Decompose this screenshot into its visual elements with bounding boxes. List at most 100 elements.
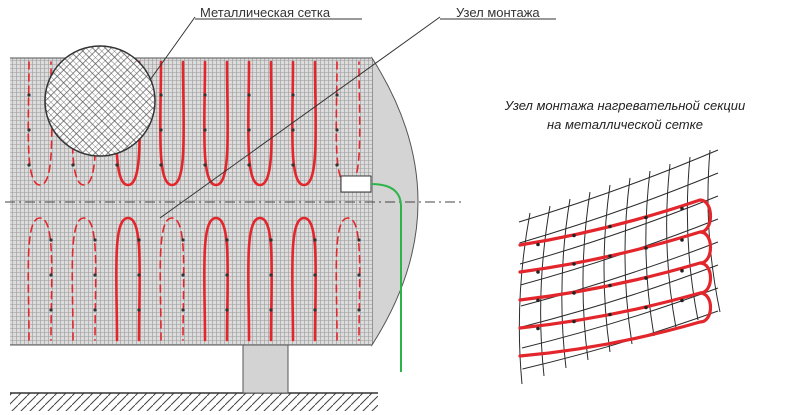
mesh-wire-vertical xyxy=(561,198,571,369)
mesh-wire-vertical xyxy=(666,163,677,329)
mesh-wire-horizontal xyxy=(519,195,719,265)
detail-mesh xyxy=(518,149,721,385)
mesh-wire-horizontal xyxy=(518,149,719,223)
detail-attachment-point xyxy=(644,246,648,250)
attachment-point xyxy=(93,238,97,242)
attachment-point xyxy=(27,163,31,167)
attachment-point xyxy=(203,93,207,97)
detail-attachment-point xyxy=(608,283,612,288)
heater-loop-lower xyxy=(202,216,230,342)
support-leg xyxy=(242,342,289,394)
attachment-point xyxy=(27,93,31,97)
mount-label: Узел монтажа xyxy=(456,5,540,20)
attachment-point xyxy=(291,163,295,167)
attachment-point xyxy=(269,238,273,242)
mount-leader xyxy=(159,16,441,219)
heater-loop-upper xyxy=(202,60,230,187)
attachment-point xyxy=(291,128,295,132)
mesh-wire-horizontal xyxy=(520,241,719,307)
attachment-point xyxy=(137,308,141,312)
heater-loop-upper xyxy=(290,60,318,187)
attachment-point xyxy=(291,93,295,97)
attachment-point xyxy=(357,238,361,242)
detail-cable-bend xyxy=(699,291,713,324)
detail-attachment-point xyxy=(572,291,576,295)
detail-attachment-point xyxy=(680,268,684,273)
attachment-point xyxy=(313,238,317,242)
attachment-point xyxy=(335,93,339,97)
attachment-point xyxy=(93,308,97,312)
attachment-point xyxy=(159,163,163,167)
detail-attachment-point xyxy=(608,312,612,317)
attachment-point xyxy=(115,163,119,167)
detail-cable-bend xyxy=(699,198,713,234)
attachment-point xyxy=(159,93,163,97)
mesh-wire-vertical xyxy=(645,170,655,337)
attachment-point xyxy=(27,128,31,132)
mesh-leader xyxy=(149,16,196,81)
attachment-point xyxy=(357,273,361,277)
detail-attachment-point xyxy=(680,298,684,303)
mesh-wire-horizontal xyxy=(521,264,719,328)
attachment-point xyxy=(181,308,185,312)
heater-loop-lower xyxy=(71,217,97,341)
heater-loop-lower xyxy=(246,216,274,342)
attachment-point xyxy=(93,273,97,277)
attachment-point xyxy=(159,128,163,132)
attachment-point xyxy=(49,238,53,242)
detail-cable-run xyxy=(518,320,702,358)
detail-attachment-point xyxy=(644,276,648,280)
detail-title: Узел монтажа нагревательной секции на ме… xyxy=(504,98,746,132)
attachment-point xyxy=(49,273,53,277)
mesh-wire-vertical xyxy=(540,205,551,377)
mesh-magnifier xyxy=(44,45,156,157)
detail-attachment-point xyxy=(644,215,648,220)
detail-title-line2: на металлической сетке xyxy=(547,117,703,132)
attachment-point xyxy=(313,273,317,277)
attachment-point xyxy=(247,128,251,132)
attachment-point xyxy=(269,273,273,277)
detail-attachment-point xyxy=(536,242,540,247)
heater-loop-lower xyxy=(114,216,142,342)
mesh-wire-vertical xyxy=(707,149,721,313)
detail-cable-run xyxy=(518,230,702,274)
attachment-point xyxy=(335,163,339,167)
attachment-point xyxy=(225,308,229,312)
attachment-point xyxy=(225,238,229,242)
junction-box xyxy=(340,175,372,193)
attachment-point xyxy=(247,163,251,167)
lead-wire xyxy=(370,183,402,372)
detail-attachment-point xyxy=(536,298,540,303)
attachment-point xyxy=(203,128,207,132)
mesh-wire-vertical xyxy=(686,156,699,321)
heater-loop-upper xyxy=(27,61,53,186)
heater-loop-upper xyxy=(246,60,274,187)
mesh-wire-horizontal xyxy=(521,287,719,349)
detail-attachment-point xyxy=(644,305,648,310)
detail-attachment-point xyxy=(572,233,576,238)
detail-attachment-point xyxy=(536,326,540,331)
detail-attachment-point xyxy=(572,319,576,324)
mesh-wire-horizontal xyxy=(519,172,719,244)
detail-cable-bend xyxy=(699,230,713,265)
heater-loop-lower xyxy=(290,216,318,342)
attachment-point xyxy=(137,273,141,277)
ground xyxy=(10,392,378,411)
detail-attachment-point xyxy=(572,262,576,266)
attachment-point xyxy=(269,308,273,312)
detail-title-line1: Узел монтажа нагревательной секции xyxy=(504,98,746,113)
detail-attachment-point xyxy=(608,254,612,258)
mesh-label: Металлическая сетка xyxy=(200,5,331,20)
attachment-point xyxy=(137,238,141,242)
mesh-wire-vertical xyxy=(582,191,591,361)
detail-attachment-point xyxy=(680,206,684,211)
heater-loop-lower xyxy=(335,217,361,341)
attachment-point xyxy=(181,238,185,242)
heater-loop-lower xyxy=(27,217,53,341)
detail-attachment-point xyxy=(608,224,612,229)
attachment-point xyxy=(181,273,185,277)
heater-loop-upper xyxy=(158,60,186,187)
attachment-point xyxy=(203,163,207,167)
mesh-wire-vertical xyxy=(603,184,611,353)
